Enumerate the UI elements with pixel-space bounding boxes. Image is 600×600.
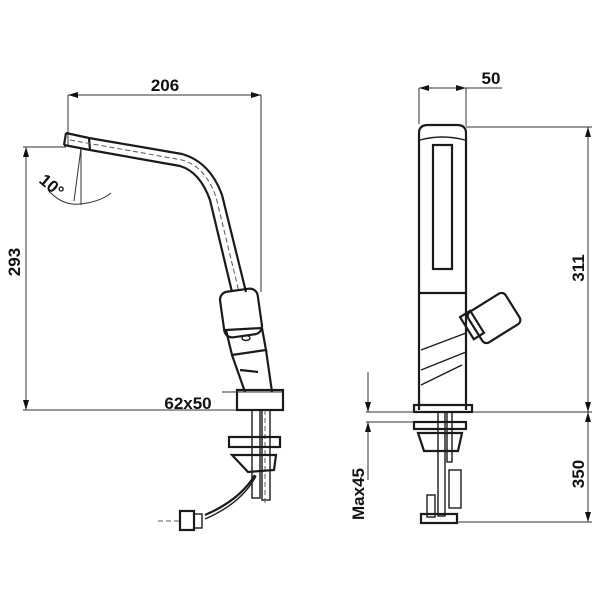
width-dimension: 50 bbox=[418, 69, 502, 126]
max-thickness-dimension: Max45 bbox=[349, 372, 414, 520]
lever-knob bbox=[458, 291, 522, 345]
spray-angle: 10° bbox=[36, 147, 112, 205]
height-label: 293 bbox=[5, 248, 24, 276]
lever-handle bbox=[218, 287, 274, 393]
reach-label: 206 bbox=[151, 76, 179, 95]
front-base-plate bbox=[412, 403, 474, 414]
body bbox=[417, 123, 468, 410]
hose-length-dimension: 350 bbox=[457, 412, 592, 523]
spout bbox=[62, 131, 248, 293]
reach-dimension: 206 bbox=[67, 76, 262, 292]
front-mounting-hardware bbox=[412, 411, 468, 525]
angle-label: 10° bbox=[36, 170, 68, 201]
base-dimension: 62x50 bbox=[164, 391, 282, 413]
mounting-hardware bbox=[158, 409, 282, 532]
width-label: 50 bbox=[482, 69, 501, 88]
side-view: 206 293 10° bbox=[5, 76, 285, 532]
max-thickness-label: Max45 bbox=[349, 468, 368, 520]
base-plate bbox=[235, 388, 285, 412]
hose-length-label: 350 bbox=[569, 460, 588, 488]
height-dimension: 293 bbox=[5, 146, 237, 411]
base-label: 62x50 bbox=[164, 394, 211, 413]
front-height-label: 311 bbox=[569, 254, 588, 281]
height-dimension-front: 311 bbox=[466, 126, 592, 413]
front-view: 50 311 bbox=[349, 69, 592, 525]
